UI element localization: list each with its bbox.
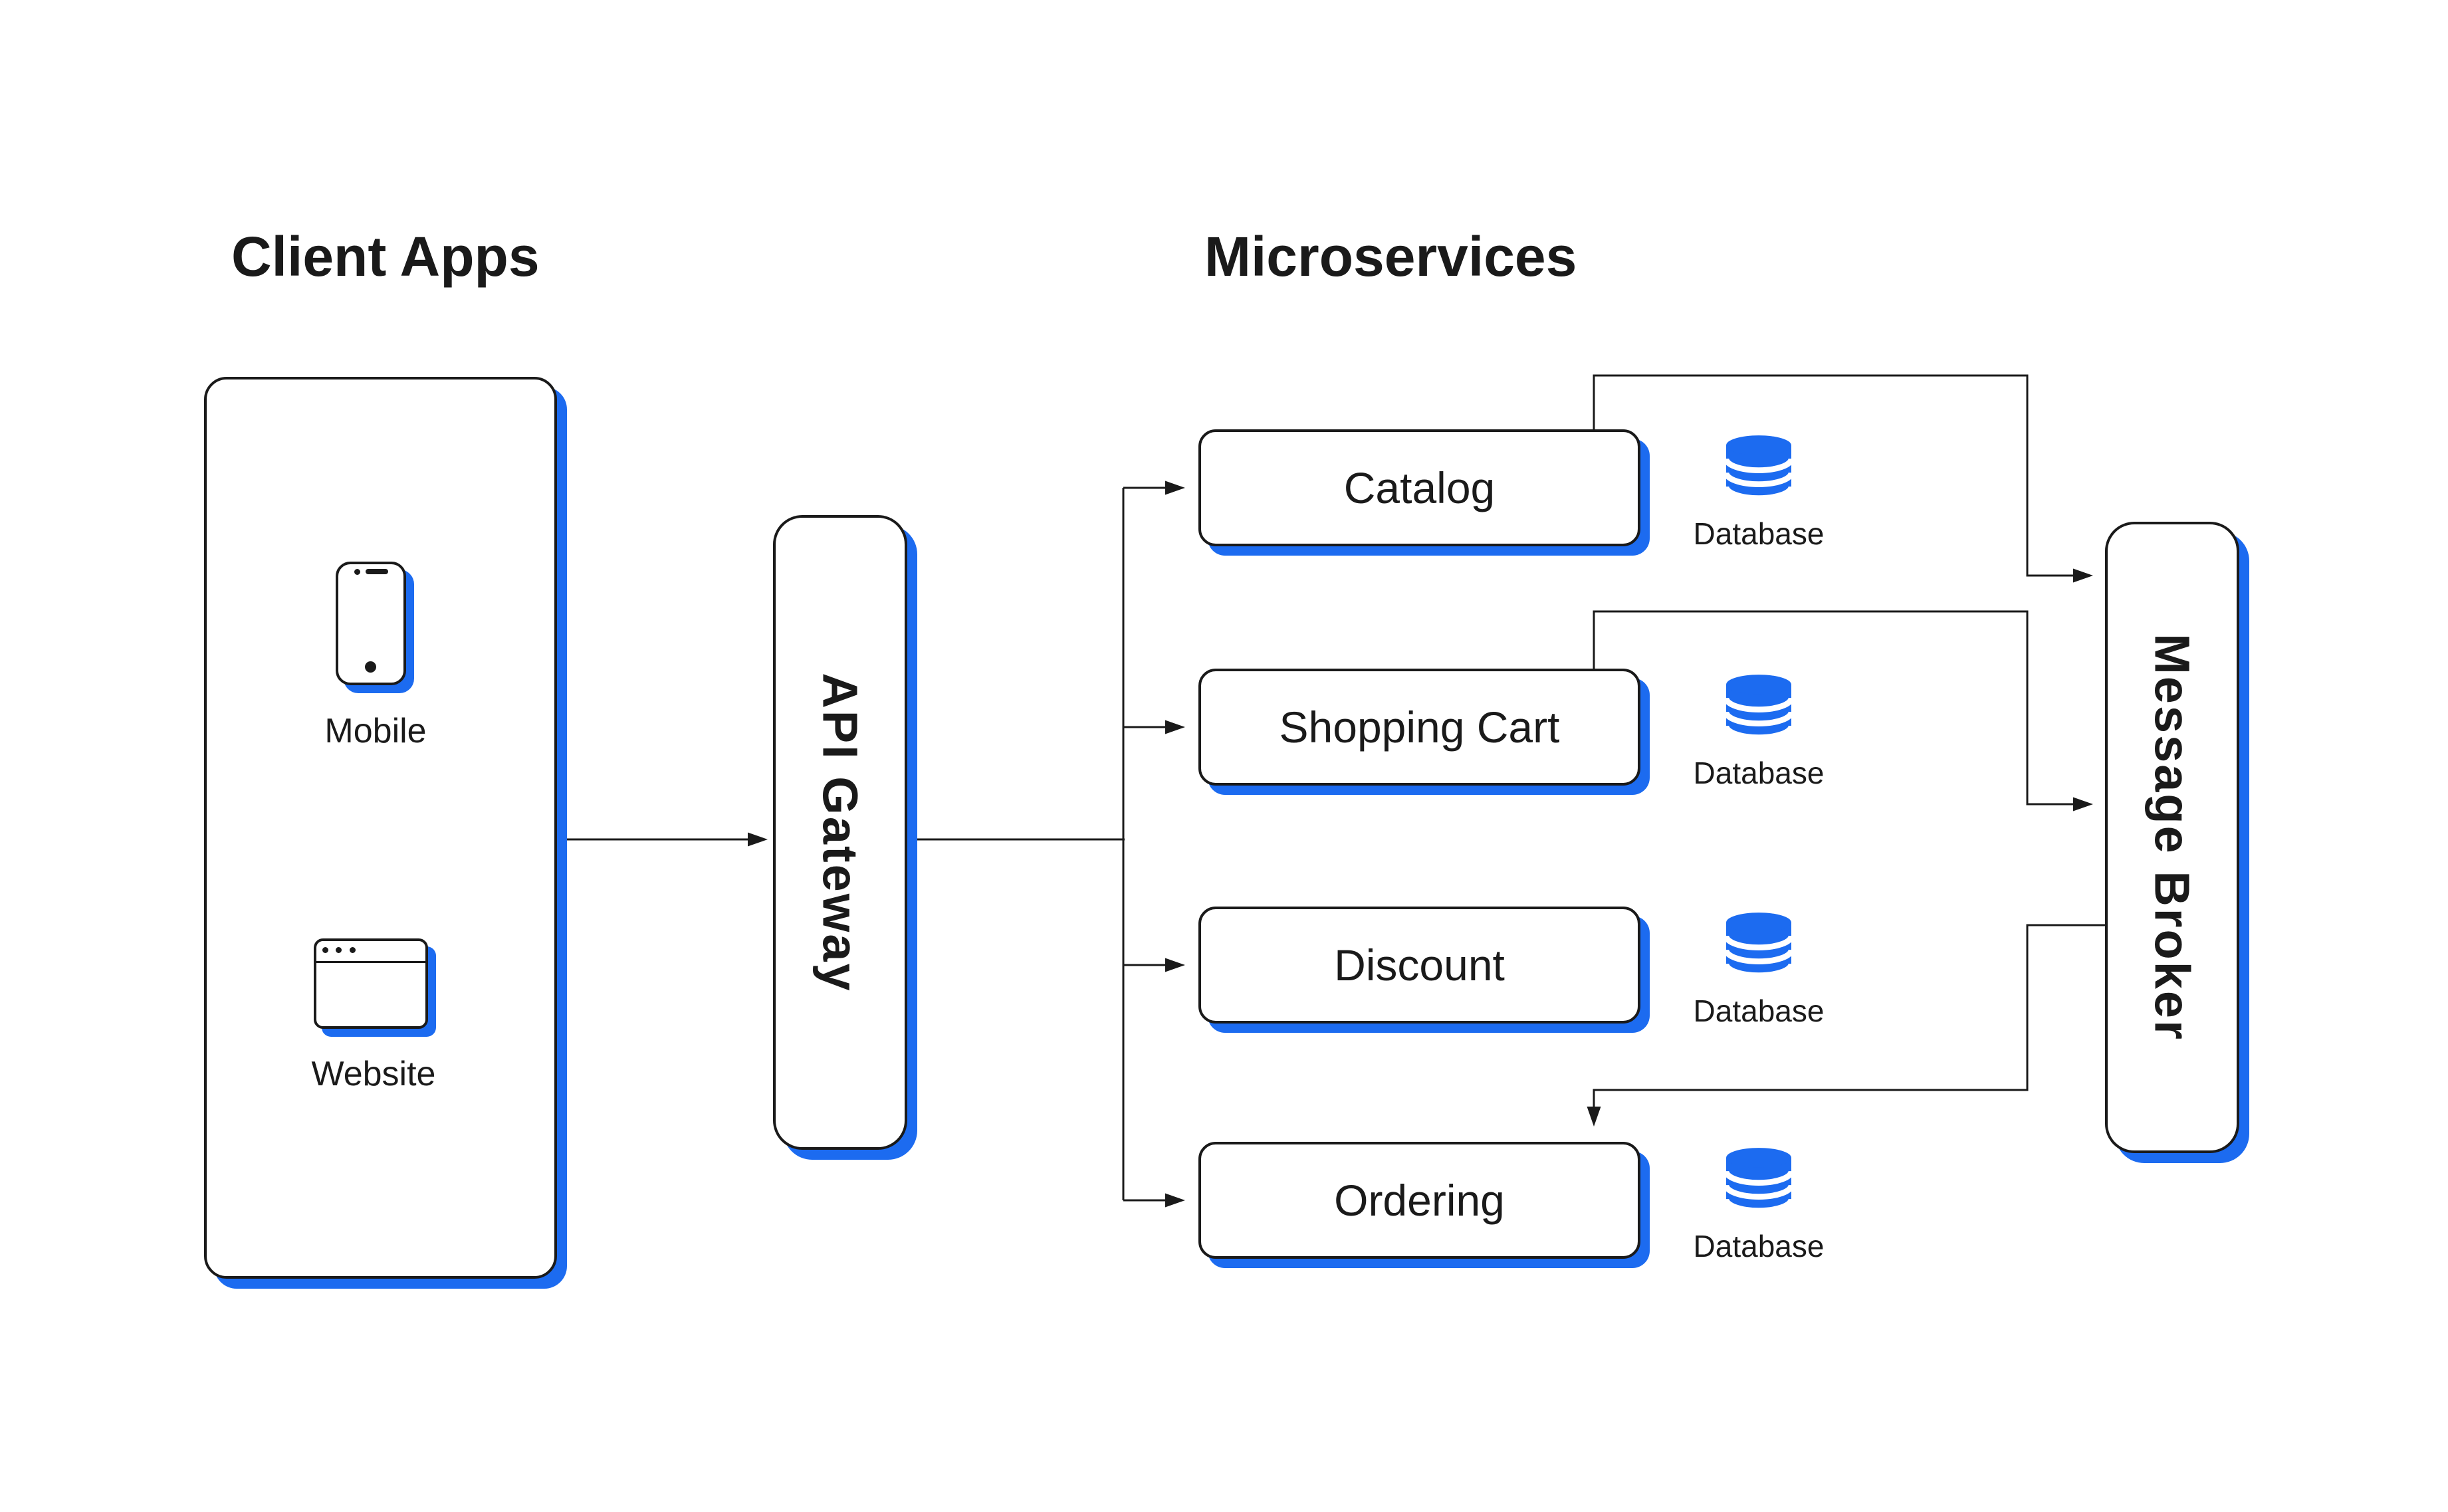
website-label: Website [311, 1055, 436, 1093]
service-node-ordering: Ordering [1198, 1142, 1640, 1259]
database-label: Database [1693, 1229, 1825, 1263]
service-node-shopping-cart: Shopping Cart [1198, 669, 1640, 786]
message-broker-label: Message Broker [2144, 633, 2200, 1041]
browser-titlebar [316, 941, 425, 963]
database-label: Database [1693, 756, 1825, 790]
database-icon [1723, 435, 1795, 501]
database-label: Database [1693, 994, 1825, 1028]
database-icon [1723, 913, 1795, 978]
api-gateway-node: API Gateway [773, 515, 907, 1150]
service-label: Shopping Cart [1279, 702, 1560, 752]
database-label: Database [1693, 516, 1825, 551]
service-label: Ordering [1334, 1176, 1505, 1225]
smartphone-icon [336, 562, 406, 685]
api-gateway-label: API Gateway [812, 672, 868, 993]
database-icon [1723, 1148, 1795, 1214]
browser-window-icon [314, 938, 428, 1029]
message-broker-node: Message Broker [2105, 522, 2239, 1153]
service-node-discount: Discount [1198, 907, 1640, 1024]
service-node-catalog: Catalog [1198, 429, 1640, 546]
service-label: Catalog [1343, 463, 1496, 512]
phone-camera-dot [354, 569, 360, 575]
clients-section-title: Client Apps [231, 225, 540, 288]
mobile-label: Mobile [324, 712, 427, 750]
phone-speaker-bar [366, 569, 388, 574]
phone-home-button [365, 661, 376, 673]
client-apps-group-box [204, 377, 557, 1279]
browser-dot [322, 947, 328, 953]
browser-dot [350, 947, 356, 953]
services-section-title: Microservices [1204, 225, 1577, 288]
database-icon [1723, 675, 1795, 740]
browser-dot [336, 947, 342, 953]
service-label: Discount [1334, 940, 1505, 990]
